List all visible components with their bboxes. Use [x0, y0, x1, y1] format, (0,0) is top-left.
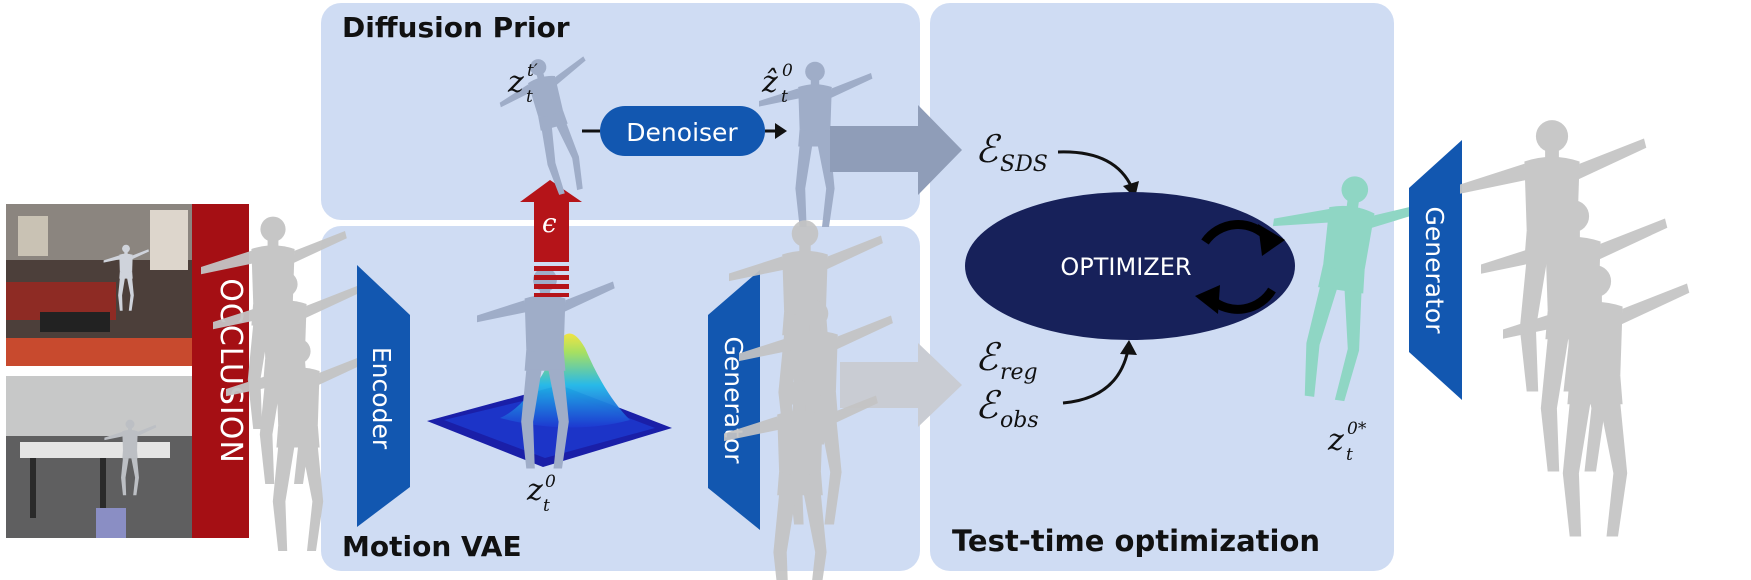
denoiser-label: Denoiser: [626, 118, 738, 147]
motion-vae-title: Motion VAE: [342, 530, 522, 563]
svg-text:0*: 0*: [1347, 419, 1367, 439]
cycle-arrowhead-bottom: [1195, 285, 1220, 314]
output-body-sequence: [1460, 120, 1690, 537]
z-t-tprime-symbol: z t′ t: [507, 61, 538, 107]
svg-text:z: z: [507, 65, 524, 100]
svg-text:ℰ: ℰ: [975, 335, 1002, 379]
input-photo-bottom: [6, 376, 192, 538]
svg-text:ℰ: ℰ: [975, 383, 1002, 427]
cycle-arrowhead-top: [1258, 224, 1285, 256]
prior-to-optimizer-arrow: [830, 105, 962, 195]
encoder-block: [357, 265, 410, 527]
noise-arrow: [520, 180, 582, 297]
occlusion-label: OCCLUSION: [213, 278, 248, 464]
svg-text:t: t: [781, 87, 788, 107]
loss-obs: ℰ obs: [975, 383, 1039, 433]
denoiser-arrowhead: [775, 123, 787, 139]
loss-reg: ℰ reg: [975, 335, 1038, 385]
svg-text:z: z: [526, 473, 543, 508]
loss-sds: ℰ SDS: [975, 127, 1048, 177]
denoiser-block[interactable]: [600, 106, 765, 156]
reg-obs-to-optimizer-curve: [1062, 349, 1130, 405]
svg-text:reg: reg: [1000, 360, 1038, 385]
svg-text:t: t: [1346, 445, 1353, 465]
svg-text:SDS: SDS: [1000, 152, 1048, 177]
z-t-0-symbol: z 0 t: [526, 472, 556, 516]
epsilon-symbol: ϵ: [542, 209, 557, 239]
svg-text:ℰ: ℰ: [975, 127, 1002, 171]
diffusion-prior-title: Diffusion Prior: [342, 11, 570, 44]
test-time-optimization-title: Test-time optimization: [952, 524, 1320, 558]
svg-text:t′: t′: [527, 61, 538, 81]
motion-vae-panel: [321, 226, 920, 571]
generator-vae-block: [708, 270, 760, 530]
svg-text:z: z: [1327, 423, 1344, 458]
svg-text:t: t: [543, 496, 550, 516]
optimizer-label: OPTIMIZER: [1060, 253, 1191, 281]
z-hat-t-0-symbol: ẑ 0 t: [761, 61, 793, 107]
generator-output-label: Generator: [1420, 207, 1449, 335]
generator-output-block: [1409, 140, 1462, 400]
svg-text:t: t: [526, 87, 533, 107]
input-photo-top: [6, 204, 192, 366]
svg-text:ẑ: ẑ: [761, 65, 778, 100]
svg-text:0: 0: [545, 472, 556, 492]
photo-divider: [6, 366, 192, 376]
sds-to-optimizer-curve: [1057, 150, 1134, 189]
z-t-0-star-symbol: z 0* t: [1327, 419, 1367, 465]
encoder-label: Encoder: [367, 347, 396, 450]
svg-text:obs: obs: [1000, 408, 1039, 433]
svg-text:0: 0: [782, 61, 793, 81]
reg-obs-arrowhead: [1120, 340, 1137, 355]
